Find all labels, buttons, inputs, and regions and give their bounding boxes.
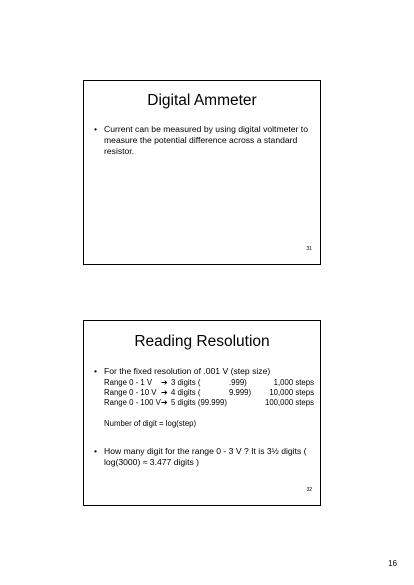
range-steps: 100,000 steps (265, 398, 314, 407)
slide-title: Digital Ammeter (147, 92, 257, 109)
range-digits: 4 digits ( (171, 388, 201, 397)
range-steps: 10,000 steps (269, 388, 314, 397)
bullet-icon: • (94, 124, 98, 134)
range-digits: 3 digits ( (171, 378, 201, 387)
arrow-right-icon: ➔ (161, 388, 168, 397)
range-label: Range 0 - 10 V (104, 388, 157, 397)
bullet-item: • How many digit for the range 0 - 3 V ?… (94, 446, 314, 468)
slide-digital-ammeter: Digital Ammeter • Current can be measure… (83, 80, 321, 265)
number-of-digit-formula: Number of digit = log(step) (104, 419, 197, 428)
range-label: Range 0 - 100 V (104, 398, 161, 407)
range-label: Range 0 - 1 V (104, 378, 153, 387)
slide-number: 32 (306, 487, 312, 493)
range-resolution: .999) (229, 378, 247, 387)
arrow-right-icon: ➔ (161, 378, 168, 387)
bullet-icon: • (94, 446, 98, 456)
bullet-text: Current can be measured by using digital… (104, 124, 308, 156)
slide-number: 31 (306, 246, 312, 252)
bullet-text: For the fixed resolution of .001 V (step… (104, 366, 271, 376)
range-digits: 5 digits (99.999) (171, 398, 227, 407)
bullet-item: • Current can be measured by using digit… (94, 124, 314, 157)
slide-reading-resolution: Reading Resolution • For the fixed resol… (83, 320, 321, 506)
range-resolution: 9.999) (229, 388, 252, 397)
arrow-right-icon: ➔ (161, 398, 168, 407)
bullet-item: • For the fixed resolution of .001 V (st… (94, 366, 314, 377)
slide-title: Reading Resolution (134, 333, 270, 350)
page-number: 16 (388, 559, 397, 568)
bullet-text: How many digit for the range 0 - 3 V ? I… (104, 446, 307, 467)
range-steps: 1,000 steps (273, 378, 314, 387)
bullet-icon: • (94, 366, 98, 376)
